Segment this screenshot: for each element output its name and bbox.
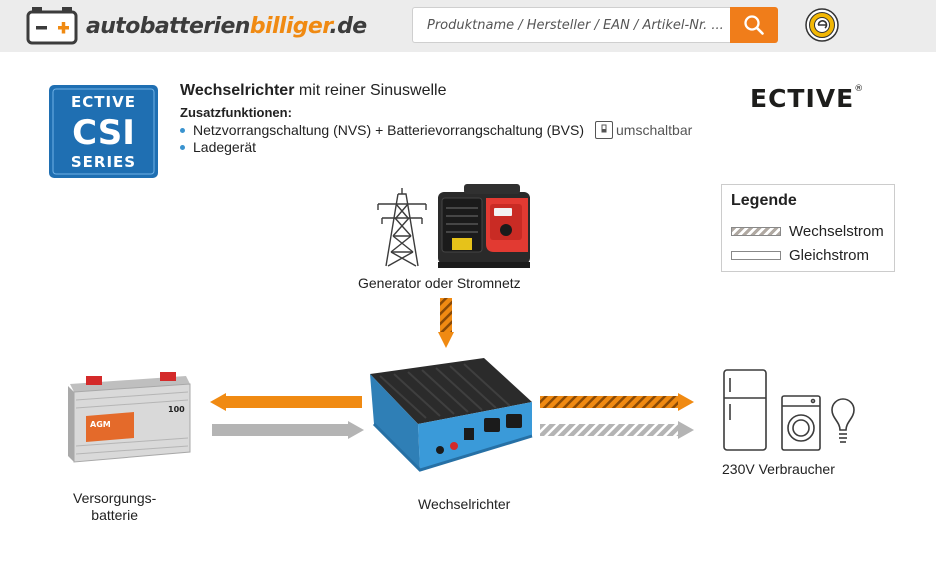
legend-swatch-ac (731, 227, 781, 236)
arrow-source-to-inverter (438, 298, 454, 348)
power-pylon-icon (377, 188, 427, 267)
light-bulb-icon (831, 398, 855, 431)
search-input[interactable] (412, 7, 730, 43)
node-label-source: Generator oder Stromnetz (358, 275, 521, 291)
legend-item-dc: Gleichstrom (731, 247, 869, 264)
legend: Legende Wechselstrom Gleichstrom (721, 184, 895, 272)
title-detail: mit reiner Sinuswelle (298, 82, 447, 99)
feature-label: Ladegerät (193, 139, 257, 155)
arrow-inverter-to-battery (210, 393, 362, 411)
ective-brand-logo: ECTIVE® (750, 84, 865, 113)
legend-label-dc: Gleichstrom (789, 247, 870, 264)
legend-item-ac: Wechselstrom (731, 223, 884, 240)
battery-capacity-label: 100 (168, 405, 185, 414)
generator-icon (438, 184, 530, 268)
site-name-part2: billiger (249, 13, 330, 39)
battery-label-line2: batterie (91, 507, 138, 523)
top-bar: autobatterienbilliger.de (0, 0, 936, 52)
inverter-device-icon (370, 358, 533, 472)
node-label-battery: Versorgungs- batterie (73, 490, 156, 524)
bullet-icon (180, 144, 185, 150)
features-title: Zusatzfunktionen: (180, 105, 292, 120)
feature-item-charger: Ladegerät (180, 139, 256, 155)
legend-title: Legende (731, 192, 797, 209)
trusted-shops-seal-icon[interactable] (805, 8, 839, 42)
brand-logo-text: ECTIVE (750, 84, 855, 113)
search-icon (744, 15, 764, 35)
switch-label: umschaltbar (616, 122, 693, 138)
feature-label: Netzvorrangschaltung (NVS) + Batterievor… (193, 122, 585, 138)
node-label-inverter: Wechselrichter (418, 496, 511, 512)
legend-swatch-dc (731, 251, 781, 260)
page-title: Wechselrichter mit reiner Sinuswelle (180, 82, 446, 100)
title-product: Wechselrichter (180, 82, 295, 99)
washing-machine-icon (781, 395, 821, 451)
site-logo[interactable]: autobatterienbilliger.de (26, 7, 367, 45)
site-name-part1: autobatterien (86, 13, 250, 39)
arrow-battery-to-inverter (212, 421, 364, 439)
legend-label-ac: Wechselstrom (789, 223, 884, 240)
battery-label-line1: Versorgungs- (73, 490, 157, 506)
search-button[interactable] (730, 7, 778, 43)
agm-battery-icon: AGM 100 (68, 372, 191, 463)
arrow-inverter-to-consumer-grey (540, 421, 694, 439)
battery-brand-label: AGM (90, 420, 111, 429)
consumer-devices-icon (723, 369, 855, 451)
site-name-part3: .de (329, 13, 367, 39)
badge-series-name: CSI (72, 113, 135, 153)
arrow-inverter-to-consumer-ac (540, 393, 694, 411)
battery-logo-icon (26, 7, 78, 45)
site-name: autobatterienbilliger.de (86, 14, 367, 39)
csi-series-badge: ECTIVE CSI SERIES (49, 85, 158, 178)
fridge-icon (723, 369, 767, 451)
bullet-icon (180, 127, 185, 133)
node-label-consumer: 230V Verbraucher (722, 461, 835, 477)
feature-item-nvs-bvs: Netzvorrangschaltung (NVS) + Batterievor… (180, 121, 692, 139)
badge-series-label: SERIES (71, 153, 136, 171)
badge-brand: ECTIVE (71, 93, 136, 111)
switch-icon (595, 121, 614, 139)
